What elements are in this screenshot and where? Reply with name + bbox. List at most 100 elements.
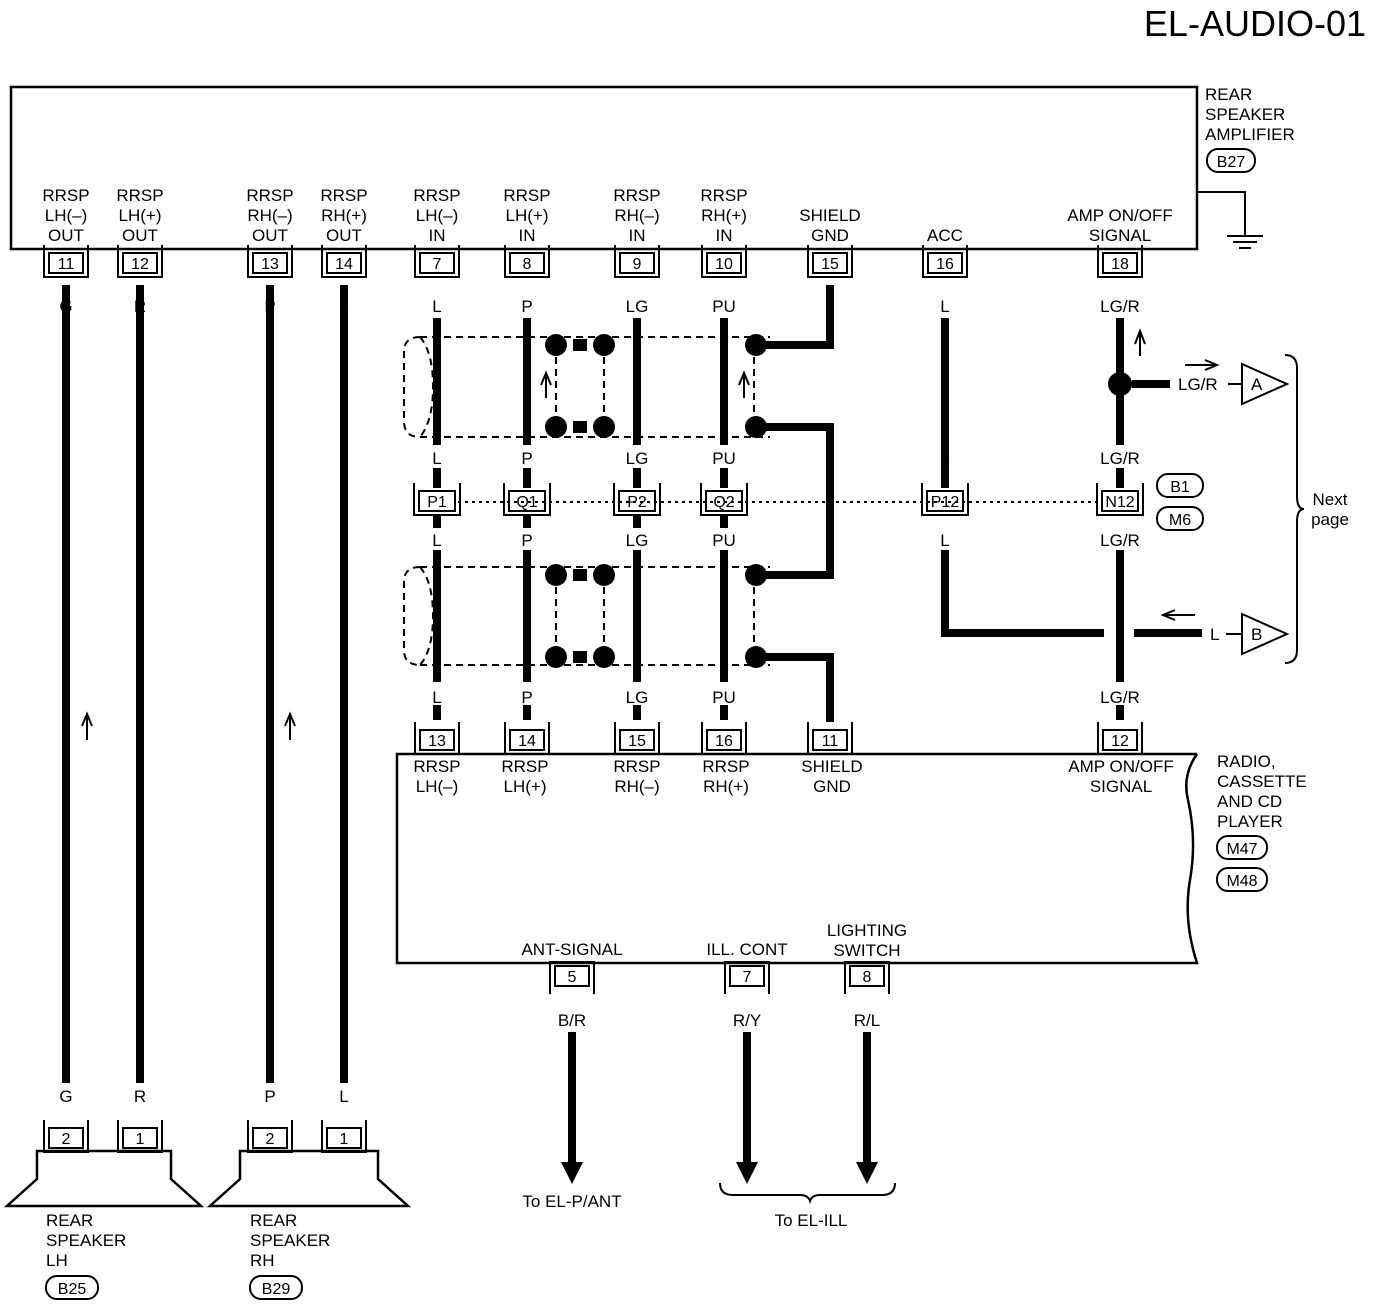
svg-text:15: 15 [628,733,646,750]
svg-text:RRSP: RRSP [503,186,550,205]
wire-color: R/L [854,1011,880,1030]
next-page-label-2: page [1311,510,1349,529]
offpage-b-marker: B [1251,625,1262,644]
amp-name-3: AMPLIFIER [1205,125,1295,144]
speaker-pin: 1 [117,1120,163,1153]
radio-bottom-terminal-1: ILL. CONT [706,940,787,959]
svg-text:SIGNAL: SIGNAL [1089,226,1151,245]
radio-pin: 16 [701,722,747,755]
amp-name-1: REAR [1205,85,1252,104]
amp-terminal-3: RRSP RH(+) OUT [320,186,367,245]
svg-text:9: 9 [633,256,642,273]
radio-output-wires [561,1032,878,1184]
svg-text:GND: GND [813,777,851,796]
speaker-connector-id: B25 [58,1281,87,1298]
speaker-connector-id: B29 [262,1281,291,1298]
amp-terminal-0: RRSP LH(–) OUT [42,186,89,245]
amp-pin: 10 [701,245,747,278]
amp-pin: 14 [321,245,367,278]
svg-text:ANT-SIGNAL: ANT-SIGNAL [521,940,622,959]
joint-pin: P1 [413,483,461,516]
svg-text:LH(–): LH(–) [416,206,459,225]
amp-terminal-8: SHIELD GND [799,206,860,245]
shielded-cable-lower [403,564,834,722]
wire-color: L [432,297,441,316]
wire-color: LG/R [1100,688,1140,707]
svg-text:P1: P1 [427,494,447,511]
svg-text:12: 12 [131,256,149,273]
radio-pin: 14 [504,722,550,755]
svg-text:LH(–): LH(–) [45,206,88,225]
wire-color: L [339,1087,348,1106]
wire-color: L [940,449,949,468]
svg-text:P2: P2 [627,494,647,511]
svg-text:11: 11 [822,733,839,750]
joint-pin: P12 [921,483,969,516]
offpage-connector-a: LG/R A [1178,362,1290,406]
radio-pin: 15 [614,722,660,755]
svg-text:RH(+): RH(+) [321,206,367,225]
radio-pin: 13 [414,722,460,755]
radio-bottom-terminal-2: LIGHTING SWITCH [827,921,907,960]
joint-pin: P2 [613,483,661,516]
ground-symbol [1197,191,1263,249]
speaker-name: SPEAKER [46,1231,126,1250]
wire-color: PU [712,688,736,707]
wire-color: L [940,531,949,550]
svg-text:RH(–): RH(–) [614,777,659,796]
wire-color: P [521,297,532,316]
joint-connector-ids: B1 M6 [1156,473,1204,531]
wire-color: LG [626,449,649,468]
wire-color: P [264,1087,275,1106]
joint-pin: Q1 [503,483,551,516]
svg-text:7: 7 [433,256,442,273]
speaker-output-wires [62,285,348,1083]
radio-pin: 5 [549,961,595,994]
speaker-name: LH [46,1251,68,1270]
destination-label: To EL-P/ANT [522,1192,621,1211]
wire-color: L [432,449,441,468]
svg-text:14: 14 [335,256,353,273]
wire-color: R [134,297,146,316]
svg-text:IN: IN [629,226,646,245]
offpage-b-color: L [1210,625,1219,644]
joint-pin: Q2 [700,483,748,516]
amp-terminal-9: ACC [927,226,963,245]
next-page-brace: Next page [1284,354,1349,664]
shielded-cable-upper [403,285,834,579]
svg-text:16: 16 [715,733,733,750]
speaker-name: RH [250,1251,275,1270]
amp-terminal-5: RRSP LH(+) IN [503,186,550,245]
amp-terminal-1: RRSP LH(+) OUT [116,186,163,245]
svg-text:SIGNAL: SIGNAL [1090,777,1152,796]
radio-name-1: RADIO, [1217,752,1276,771]
radio-top-terminal-1: RRSP LH(+) [501,757,548,796]
amp-pin: 16 [922,245,968,278]
wire-color: R/Y [733,1011,761,1030]
svg-text:GND: GND [811,226,849,245]
radio-top-terminal-3: RRSP RH(+) [702,757,749,796]
svg-text:8: 8 [523,256,532,273]
wire-color: PU [712,531,736,550]
svg-text:RRSP: RRSP [613,757,660,776]
offpage-a-marker: A [1251,375,1263,394]
svg-text:RRSP: RRSP [246,186,293,205]
svg-text:5: 5 [568,969,577,986]
amp-pin: 7 [414,245,460,278]
signal-arrow [284,711,296,740]
svg-text:RRSP: RRSP [501,757,548,776]
svg-text:RRSP: RRSP [413,757,460,776]
svg-text:AMP ON/OFF: AMP ON/OFF [1067,206,1172,225]
input-signal-wires [433,318,750,720]
svg-text:SHIELD: SHIELD [799,206,860,225]
amp-pin: 15 [807,245,853,278]
wire-color: L [940,297,949,316]
svg-text:RH(+): RH(+) [703,777,749,796]
amp-terminal-7: RRSP RH(+) IN [700,186,747,245]
svg-text:AMP ON/OFF: AMP ON/OFF [1068,757,1173,776]
svg-text:1: 1 [136,1131,145,1148]
destination-brace [719,1182,896,1205]
rear-speaker-rh: REAR SPEAKER RH B29 [206,1149,412,1300]
signal-arrow [1134,328,1146,356]
